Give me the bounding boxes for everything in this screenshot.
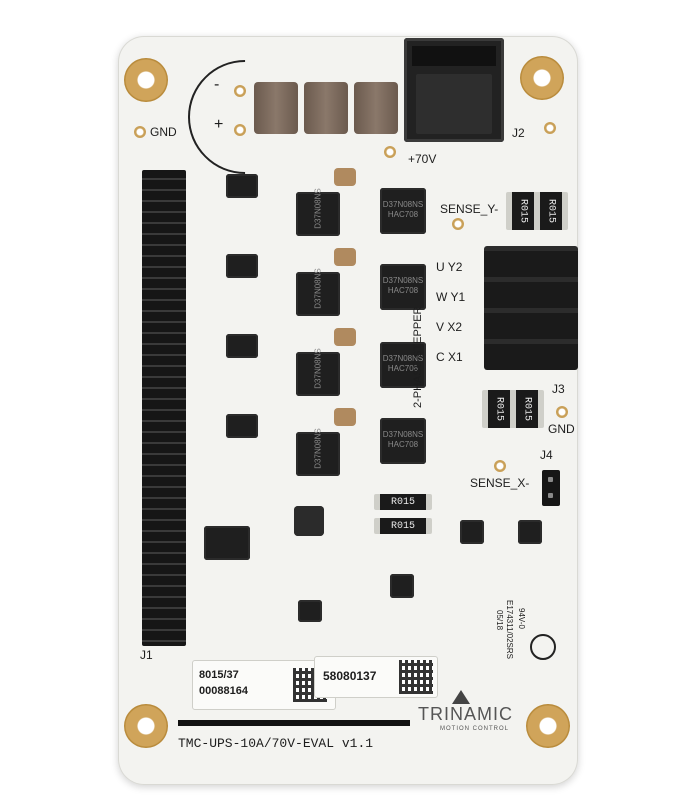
j1-label: J1	[140, 648, 153, 662]
serial-sticker-right: 58080137	[314, 656, 438, 698]
pcb-board: - + J2 +70V GND J1 D37N08NS D37N08NS D37…	[118, 36, 578, 785]
regulator-chip	[298, 600, 322, 622]
j4-label: J4	[540, 448, 553, 462]
mosfet: D37N08NS HAC708	[380, 418, 426, 464]
shunt-resistor: R015	[374, 518, 432, 534]
phase-stepper-label: 2-PHASE STEPPER	[412, 306, 424, 408]
mosfet-mark-1: D37N08NS	[313, 428, 323, 469]
driver-chip	[226, 334, 258, 358]
shunt-resistor: R015	[374, 494, 432, 510]
mosfet-mark-1: D37N08NS	[382, 354, 424, 363]
mosfet-mark-2: HAC708	[387, 286, 419, 295]
mosfet-mark-2: HAC708	[387, 440, 419, 449]
mosfet-mark-1: D37N08NS	[382, 276, 424, 285]
cap-minus-label: -	[214, 76, 220, 93]
sticker-serial: 58080137	[323, 669, 377, 683]
shunt-resistor: R015	[510, 390, 544, 428]
controller-chip	[204, 526, 250, 560]
mosfet: D37N08NS	[296, 188, 340, 236]
mosfet: D37N08NS	[296, 268, 340, 316]
mounting-hole-bottom-right	[526, 704, 570, 748]
cap-plus-label: +	[214, 116, 224, 133]
j2-label: J2	[512, 126, 525, 140]
pad	[544, 122, 556, 134]
sense-y-test-point	[452, 218, 464, 230]
bulk-capacitor	[304, 82, 348, 134]
qr-code-icon	[399, 660, 433, 694]
gnd-test-point	[556, 406, 568, 418]
pin-label-c: C X1	[436, 350, 463, 364]
ul-logo-icon	[530, 634, 556, 660]
pad	[234, 124, 246, 136]
board-model: TMC-UPS-10A/70V-EVAL v1.1	[178, 736, 374, 751]
mounting-hole-top-right	[520, 56, 564, 100]
motor-connector-j3[interactable]	[484, 246, 578, 370]
jumper-j4[interactable]	[542, 470, 560, 506]
cert-file: E174311/02SRS	[505, 600, 514, 660]
ceramic-capacitor	[334, 408, 356, 426]
mosfet: D37N08NS HAC708	[380, 342, 426, 388]
cert-date: 05/18	[495, 610, 504, 631]
sticker-line-1: 8015/37	[199, 669, 239, 681]
mosfet-mark-1: D37N08NS	[313, 268, 323, 309]
bulk-capacitor	[354, 82, 398, 134]
gnd-label-right: GND	[548, 422, 575, 436]
amplifier-chip	[460, 520, 484, 544]
gnd-label-top: GND	[150, 125, 177, 139]
mounting-hole-bottom-left	[124, 704, 168, 748]
mosfet: D37N08NS HAC708	[380, 264, 426, 310]
mosfet-mark-1: D37N08NS	[313, 348, 323, 389]
ceramic-capacitor	[334, 248, 356, 266]
pin-label-w: W Y1	[436, 290, 466, 304]
cert-94v0: 94V-0	[517, 608, 526, 629]
shunt-resistor: R015	[534, 192, 568, 230]
regulator-chip	[390, 574, 414, 598]
mosfet-mark-1: D37N08NS	[313, 188, 323, 229]
sense-y-label: SENSE_Y-	[440, 202, 499, 216]
sense-x-test-point	[494, 460, 506, 472]
ceramic-capacitor	[334, 328, 356, 346]
driver-chip	[226, 174, 258, 198]
pin-label-u: U Y2	[436, 260, 463, 274]
mounting-hole-top-left	[124, 58, 168, 102]
pin-header-j1[interactable]	[142, 170, 186, 646]
pad	[234, 85, 246, 97]
mosfet: D37N08NS	[296, 428, 340, 476]
amplifier-chip	[518, 520, 542, 544]
pad	[384, 146, 396, 158]
brand-tagline: MOTION CONTROL	[440, 726, 509, 732]
driver-chip	[226, 254, 258, 278]
mosfet-mark-1: D37N08NS	[382, 430, 424, 439]
bulk-capacitor	[254, 82, 298, 134]
gnd-test-point	[134, 126, 146, 138]
mosfet-mark-2: HAC708	[387, 364, 419, 373]
mosfet-mark-1: D37N08NS	[382, 200, 424, 209]
mosfet: D37N08NS HAC708	[380, 188, 426, 234]
driver-chip	[226, 414, 258, 438]
mosfet: D37N08NS	[296, 348, 340, 396]
silk-bar	[178, 720, 410, 726]
pin-label-v: V X2	[436, 320, 463, 334]
sticker-line-2: 00088164	[199, 685, 248, 697]
inductor	[294, 506, 324, 536]
ceramic-capacitor	[334, 168, 356, 186]
mosfet-mark-2: HAC708	[387, 210, 419, 219]
sense-x-label: SENSE_X-	[470, 476, 530, 490]
brand-name: TRINAMIC	[418, 704, 513, 724]
trinamic-logo-icon	[452, 690, 470, 704]
j3-label: J3	[552, 382, 565, 396]
plus-70v-label: +70V	[408, 152, 437, 166]
power-connector-j2[interactable]	[404, 38, 504, 142]
